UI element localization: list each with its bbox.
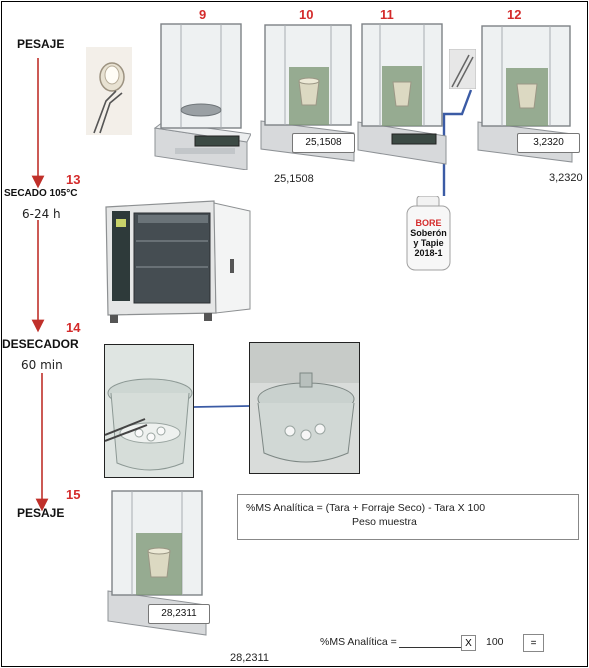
balance-15-reading: 28,2311: [230, 652, 269, 664]
balance-12-display: 3,2320: [517, 133, 580, 153]
step-12-number: 12: [507, 7, 522, 22]
bottom-formula-equals-box: =: [523, 634, 544, 652]
formula-box: %MS Analítica = (Tara + Forraje Seco) - …: [237, 494, 579, 540]
secado-time: 6-24 h: [22, 207, 61, 221]
step-14-number: 14: [66, 320, 81, 335]
balance-10: [259, 21, 356, 166]
step-13-number: 13: [66, 172, 81, 187]
sample-bottle: BORE Soberón y Tapie 2018-1: [405, 196, 452, 273]
bottom-formula-100: 100: [486, 636, 504, 648]
formula-line2: Peso muestra: [352, 516, 417, 528]
desiccator-closed-photo: [249, 342, 360, 474]
bottom-formula-blank-line: [399, 647, 461, 648]
balance-9: [151, 20, 252, 171]
step-pesaje-bottom-label: PESAJE: [17, 506, 65, 520]
balance-11: [356, 20, 448, 168]
step-11-number: 11: [380, 7, 394, 22]
bottom-formula-lead: %MS Analítica =: [320, 636, 397, 648]
bottle-connector-line: [442, 89, 473, 196]
balance-10-display: 25,1508: [292, 133, 355, 153]
step-15-number: 15: [66, 487, 81, 502]
step-9-number: 9: [199, 7, 207, 22]
bottle-label-line4: 2018-1: [414, 248, 443, 258]
desecador-time: 60 min: [21, 358, 63, 372]
bottle-label-line1: BORE: [415, 218, 442, 228]
bottle-label-line2: Soberón: [410, 228, 447, 238]
balance-15-display: 28,2311: [148, 604, 210, 624]
drying-oven: [104, 197, 254, 325]
bottom-formula-x-box: X: [461, 635, 476, 651]
tongs-icon: [448, 48, 477, 90]
step-10-number: 10: [299, 7, 314, 22]
balance-12-reading: 3,2320: [549, 172, 583, 184]
step-secado-label: SECADO 105°C: [4, 188, 78, 199]
balance-10-reading: 25,1508: [274, 173, 314, 185]
bottle-label-line3: y Tapie: [413, 238, 444, 248]
step-desecador-label: DESECADOR: [2, 337, 79, 351]
desiccator-connector-line: [193, 405, 250, 408]
step-pesaje-top-label: PESAJE: [17, 37, 65, 51]
crucible-tongs-photo: [86, 47, 132, 135]
desiccator-open-photo: [104, 344, 194, 478]
formula-line1: %MS Analítica = (Tara + Forraje Seco) - …: [246, 502, 486, 514]
